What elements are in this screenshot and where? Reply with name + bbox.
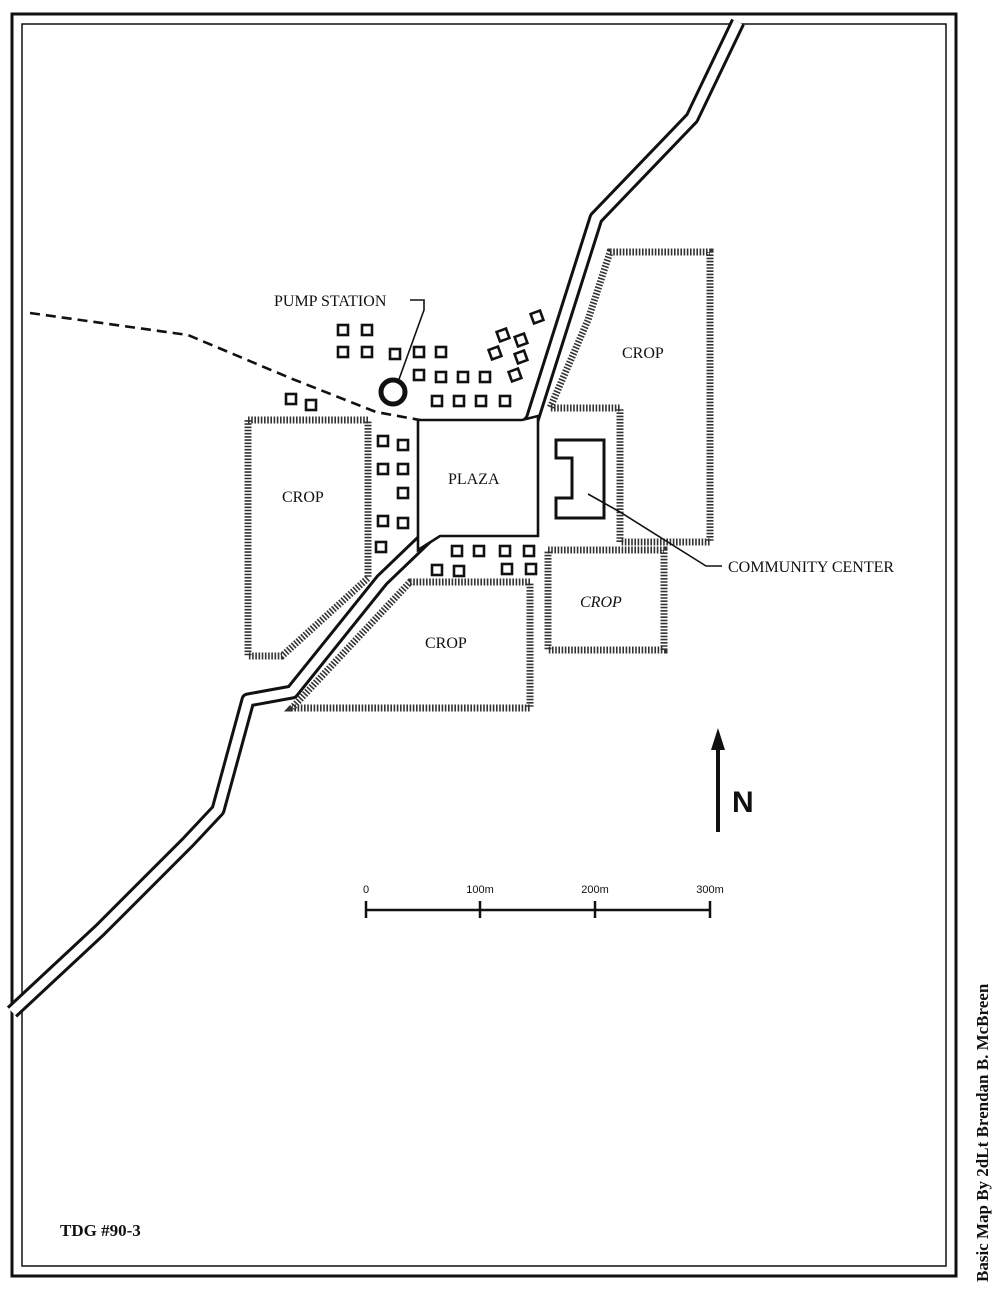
crop-west-label: CROP xyxy=(282,489,324,506)
building xyxy=(452,564,466,578)
pump-station-label: PUMP STATION xyxy=(274,293,387,310)
building xyxy=(304,398,318,412)
building xyxy=(506,366,524,384)
building xyxy=(450,544,464,558)
building xyxy=(512,348,530,366)
building xyxy=(336,323,350,337)
building xyxy=(474,394,488,408)
building xyxy=(360,323,374,337)
building xyxy=(430,394,444,408)
scale-tick-label: 200m xyxy=(581,884,609,896)
community-center-building xyxy=(554,438,606,520)
building xyxy=(430,563,444,577)
north-arrow-icon xyxy=(711,728,725,750)
building xyxy=(528,308,546,326)
north-label: N xyxy=(732,786,754,819)
plaza-label: PLAZA xyxy=(448,471,500,488)
map-credit: Basic Map By 2dLt Brendan B. McBreen xyxy=(973,983,992,1282)
building xyxy=(512,331,530,349)
building xyxy=(396,462,410,476)
pump-station-icon xyxy=(378,377,408,407)
scale-tick-label: 300m xyxy=(696,884,724,896)
community-center-leader xyxy=(587,493,722,567)
plaza xyxy=(416,414,540,553)
main-road xyxy=(6,18,745,1018)
crop-southeast-label: CROP xyxy=(580,594,622,611)
village-buildings xyxy=(284,308,546,578)
building xyxy=(498,544,512,558)
map-border xyxy=(10,12,958,1278)
building xyxy=(412,345,426,359)
building xyxy=(472,544,486,558)
crop-field-southeast xyxy=(544,546,668,654)
building xyxy=(396,516,410,530)
building xyxy=(376,514,390,528)
crop-field-south xyxy=(283,578,534,712)
building xyxy=(452,394,466,408)
pump-station-leader xyxy=(397,299,425,383)
building xyxy=(396,486,410,500)
scale-tick-label: 0 xyxy=(363,884,369,896)
building xyxy=(284,392,298,406)
building xyxy=(388,347,402,361)
scale-tick-label: 100m xyxy=(466,884,494,896)
building xyxy=(522,544,536,558)
building xyxy=(360,345,374,359)
building xyxy=(494,326,512,344)
building xyxy=(456,370,470,384)
north-arrow: N xyxy=(711,728,754,832)
building xyxy=(396,438,410,452)
building xyxy=(524,562,538,576)
building xyxy=(412,368,426,382)
building xyxy=(498,394,512,408)
community-center-label: COMMUNITY CENTER xyxy=(728,559,894,576)
dashed-trail xyxy=(29,311,421,422)
crop-south-label: CROP xyxy=(425,635,467,652)
building xyxy=(434,345,448,359)
crop-fields xyxy=(244,248,714,712)
building xyxy=(376,462,390,476)
crop-field-northeast xyxy=(544,248,714,546)
building xyxy=(478,370,492,384)
crop-field-west xyxy=(244,416,372,660)
building xyxy=(336,345,350,359)
building xyxy=(374,540,388,554)
building xyxy=(434,370,448,384)
building xyxy=(376,434,390,448)
crop-northeast-label: CROP xyxy=(622,345,664,362)
scale-bar: 0 100m 200m 300m xyxy=(363,884,724,918)
building xyxy=(500,562,514,576)
building xyxy=(486,344,504,362)
tdg-label: TDG #90-3 xyxy=(60,1221,141,1240)
